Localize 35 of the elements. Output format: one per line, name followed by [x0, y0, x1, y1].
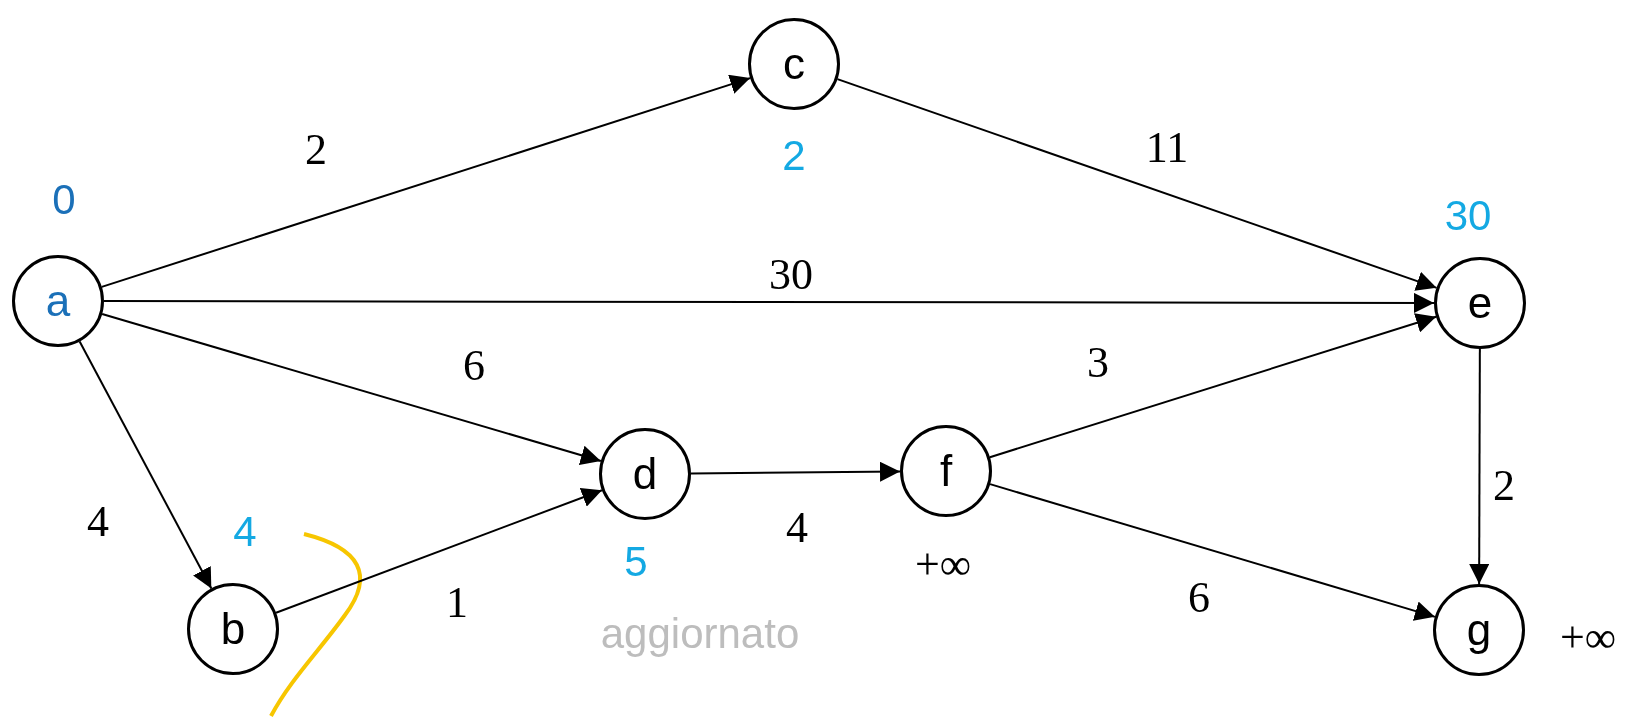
node-label: f — [939, 449, 953, 493]
node-label: b — [220, 607, 246, 651]
arrow — [103, 292, 1435, 313]
node-label: e — [1467, 281, 1493, 325]
arrow — [275, 487, 603, 614]
arrow — [836, 78, 1438, 291]
node-label: d — [632, 452, 658, 496]
arrow — [100, 74, 752, 288]
arrow — [78, 340, 213, 590]
edge-weight: 2 — [1493, 464, 1515, 508]
arrow — [989, 483, 1436, 621]
note-text: aggiornato — [600, 613, 800, 655]
arrow — [101, 313, 602, 465]
edge-weight: 6 — [1188, 576, 1210, 620]
edge-weight: 11 — [1145, 126, 1189, 170]
distance-value: +∞ — [1559, 616, 1617, 660]
node-label: a — [45, 279, 71, 323]
distance-value: 2 — [782, 135, 806, 177]
edge-weight: 4 — [786, 506, 808, 550]
node-label: c — [783, 42, 805, 86]
node-label: g — [1466, 608, 1492, 652]
distance-value: 30 — [1444, 195, 1492, 237]
edge-weight: 2 — [305, 128, 327, 172]
arrow — [1469, 348, 1490, 585]
arrow — [988, 313, 1438, 459]
distance-value: 5 — [624, 541, 648, 583]
edge-weight: 1 — [446, 581, 468, 625]
distance-value: +∞ — [914, 543, 972, 587]
arrow — [690, 461, 901, 482]
distance-value: 4 — [233, 511, 257, 553]
edge-weight: 30 — [769, 253, 813, 297]
edge-weight: 4 — [87, 500, 109, 544]
distance-value: 0 — [52, 179, 76, 221]
edge-weight: 3 — [1087, 341, 1109, 385]
edge-weight: 6 — [463, 344, 485, 388]
